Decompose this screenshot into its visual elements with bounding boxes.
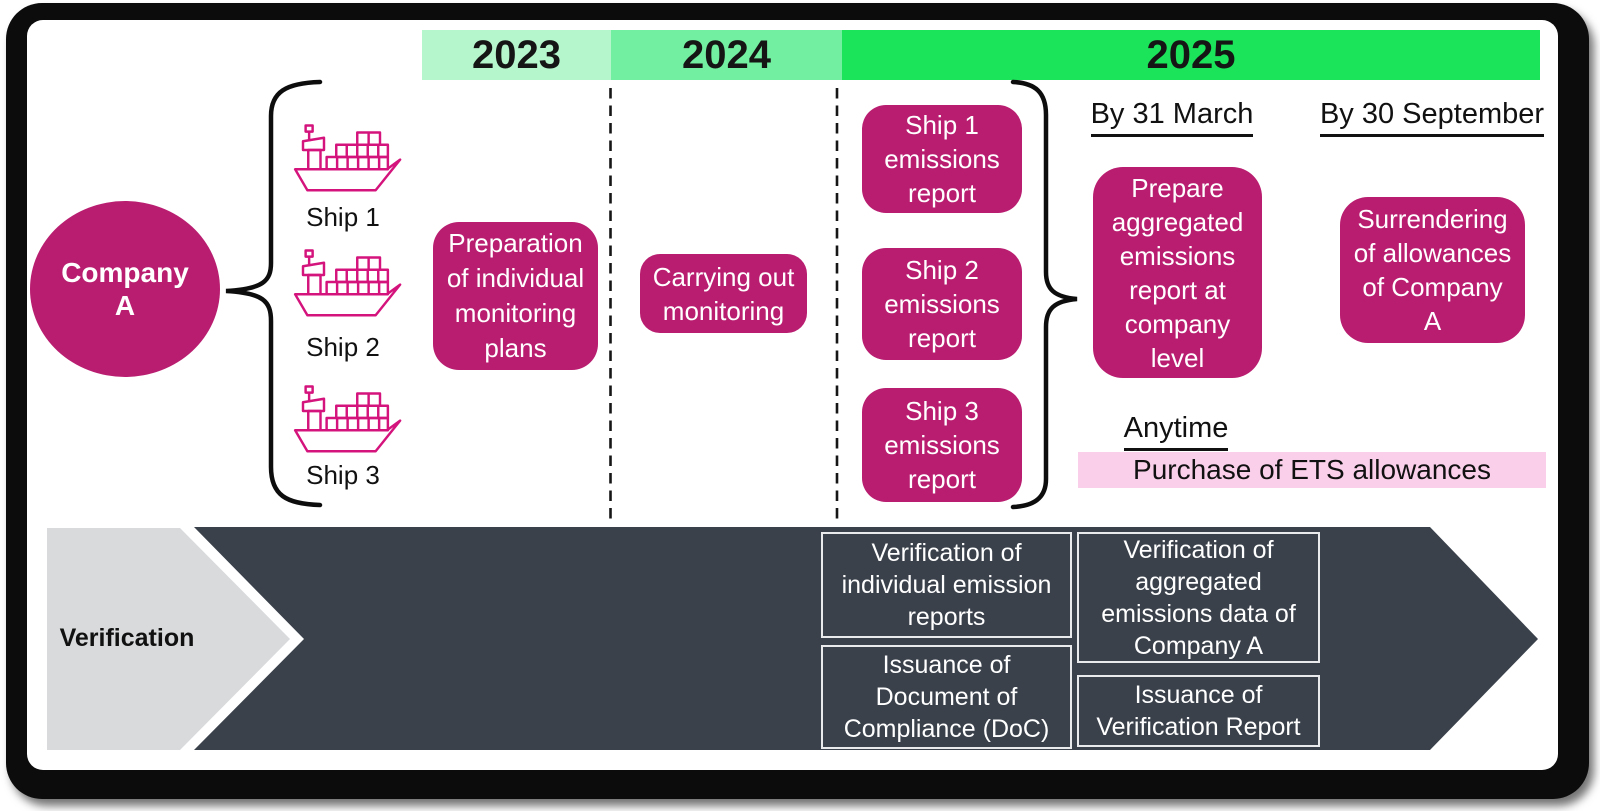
year-header-2024: 2024 [611,30,842,80]
purchase-ets-allowances-bar: Purchase of ETS allowances [1078,452,1546,488]
ship-2-emissions-report-text: Ship 2 emissions report [884,255,1000,353]
aggregated-report-box: Prepare aggregated emissions report at c… [1093,167,1262,378]
ship-1-label: Ship 1 [306,202,380,232]
verify-aggregated-data-box: Verification of aggregated emissions dat… [1077,532,1320,663]
purchase-ets-allowances-text: Purchase of ETS allowances [1133,454,1491,485]
deadline-by-30-september-text: By 30 September [1319,98,1545,137]
ship-3-figure [288,376,402,453]
ship-3-emissions-report-text: Ship 3 emissions report [884,396,1000,494]
preparation-monitoring-text: Preparation of individual monitoring pla… [446,228,585,363]
ship-1-figure [288,115,402,192]
deadline-by-30-september: By 30 September [1312,98,1552,137]
surrender-allowances-box: Surrendering of allowances of Company A [1340,197,1525,343]
verify-individual-reports-box: Verification of individual emission repo… [821,532,1072,638]
ship-2-figure [288,240,402,317]
doc-issuance-box: Issuance of Document of Compliance (DoC) [821,645,1072,749]
ship-icon [293,385,402,453]
ship-icon [293,249,402,317]
aggregated-report-text: Prepare aggregated emissions report at c… [1111,172,1244,373]
deadline-by-31-march-text: By 31 March [1090,98,1254,137]
deadline-anytime: Anytime [1076,412,1276,451]
ship-2-label: Ship 2 [306,332,380,362]
verification-label: Verification [59,624,195,652]
preparation-monitoring-box: Preparation of individual monitoring pla… [433,222,598,370]
ship-2-emissions-report-box: Ship 2 emissions report [862,248,1022,360]
deadline-anytime-text: Anytime [1123,412,1229,451]
carrying-out-monitoring-box: Carrying out monitoring [640,254,807,333]
doc-issuance-text: Issuance of Document of Compliance (DoC) [843,651,1050,743]
ship-3-label: Ship 3 [306,460,380,490]
ship-1-emissions-report-box: Ship 1 emissions report [862,105,1022,213]
verification-report-issuance-box: Issuance of Verification Report [1077,675,1320,747]
year-header-2025: 2025 [842,30,1540,80]
ship-3-emissions-report-box: Ship 3 emissions report [862,388,1022,502]
carrying-out-monitoring-text: Carrying out monitoring [652,261,795,326]
year-header-2023: 2023 [422,30,611,80]
ship-1-emissions-report-text: Ship 1 emissions report [884,110,1000,208]
verification-report-issuance-text: Issuance of Verification Report [1096,681,1301,741]
deadline-by-31-march: By 31 March [1062,98,1282,137]
surrender-allowances-text: Surrendering of allowances of Company A [1353,204,1512,336]
verify-aggregated-data-text: Verification of aggregated emissions dat… [1101,535,1296,660]
company-a-label: Company A [61,257,189,321]
ship-icon [293,124,402,192]
verify-individual-reports-text: Verification of individual emission repo… [841,539,1052,631]
company-a-node: Company A [30,201,220,377]
